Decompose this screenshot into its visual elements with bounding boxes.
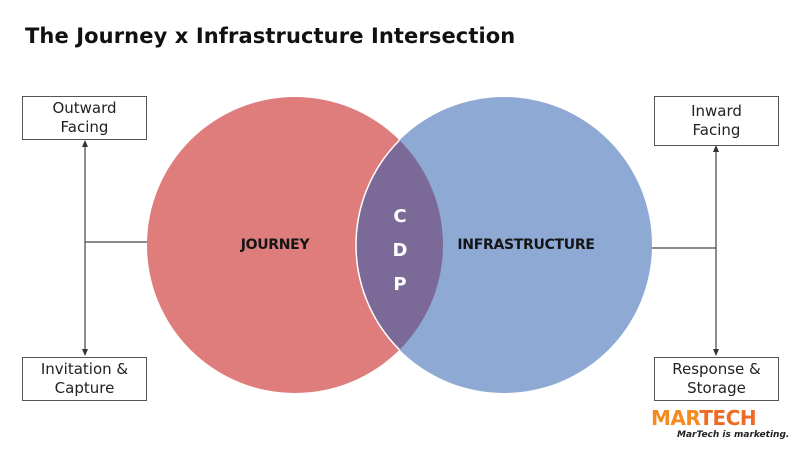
invitation-capture-box: Invitation & Capture <box>22 357 147 401</box>
inward-facing-box: Inward Facing <box>654 96 779 146</box>
inward-facing-line1: Inward <box>691 102 742 120</box>
infrastructure-circle <box>356 97 652 393</box>
logo-part-tech: TECH <box>699 406 757 430</box>
cdp-letter-p: P <box>393 274 407 295</box>
martech-logo: MARTECH MarTech is marketing. <box>651 408 796 440</box>
outward-facing-line1: Outward <box>52 99 117 117</box>
outward-facing-line2: Facing <box>60 118 109 136</box>
martech-wordmark: MARTECH <box>651 408 796 428</box>
invitation-capture-line2: Capture <box>54 379 115 397</box>
arrowhead-up-icon <box>82 140 88 147</box>
response-storage-box: Response & Storage <box>654 357 779 401</box>
cdp-label: C D P <box>393 200 408 302</box>
inward-facing-line2: Facing <box>692 121 741 139</box>
outward-facing-box: Outward Facing <box>22 96 147 140</box>
journey-circle <box>147 97 443 393</box>
right-axis-connectors <box>652 145 719 356</box>
invitation-capture-line1: Invitation & <box>40 360 129 378</box>
intersection-outline <box>355 97 443 393</box>
response-storage-line2: Storage <box>687 379 746 397</box>
cdp-letter-d: D <box>392 240 408 261</box>
arrowhead-down-icon <box>713 349 719 356</box>
cdp-letter-c: C <box>393 206 407 227</box>
response-storage-line1: Response & <box>672 360 761 378</box>
page-title: The Journey x Infrastructure Intersectio… <box>25 24 516 48</box>
logo-tagline: MarTech is marketing. <box>677 430 790 440</box>
arrowhead-up-icon <box>713 145 719 152</box>
arrowhead-down-icon <box>82 349 88 356</box>
journey-label: JOURNEY <box>240 237 310 253</box>
logo-part-mar: MAR <box>651 406 700 430</box>
infrastructure-label: INFRASTRUCTURE <box>457 237 595 253</box>
left-axis-connectors <box>82 140 147 356</box>
